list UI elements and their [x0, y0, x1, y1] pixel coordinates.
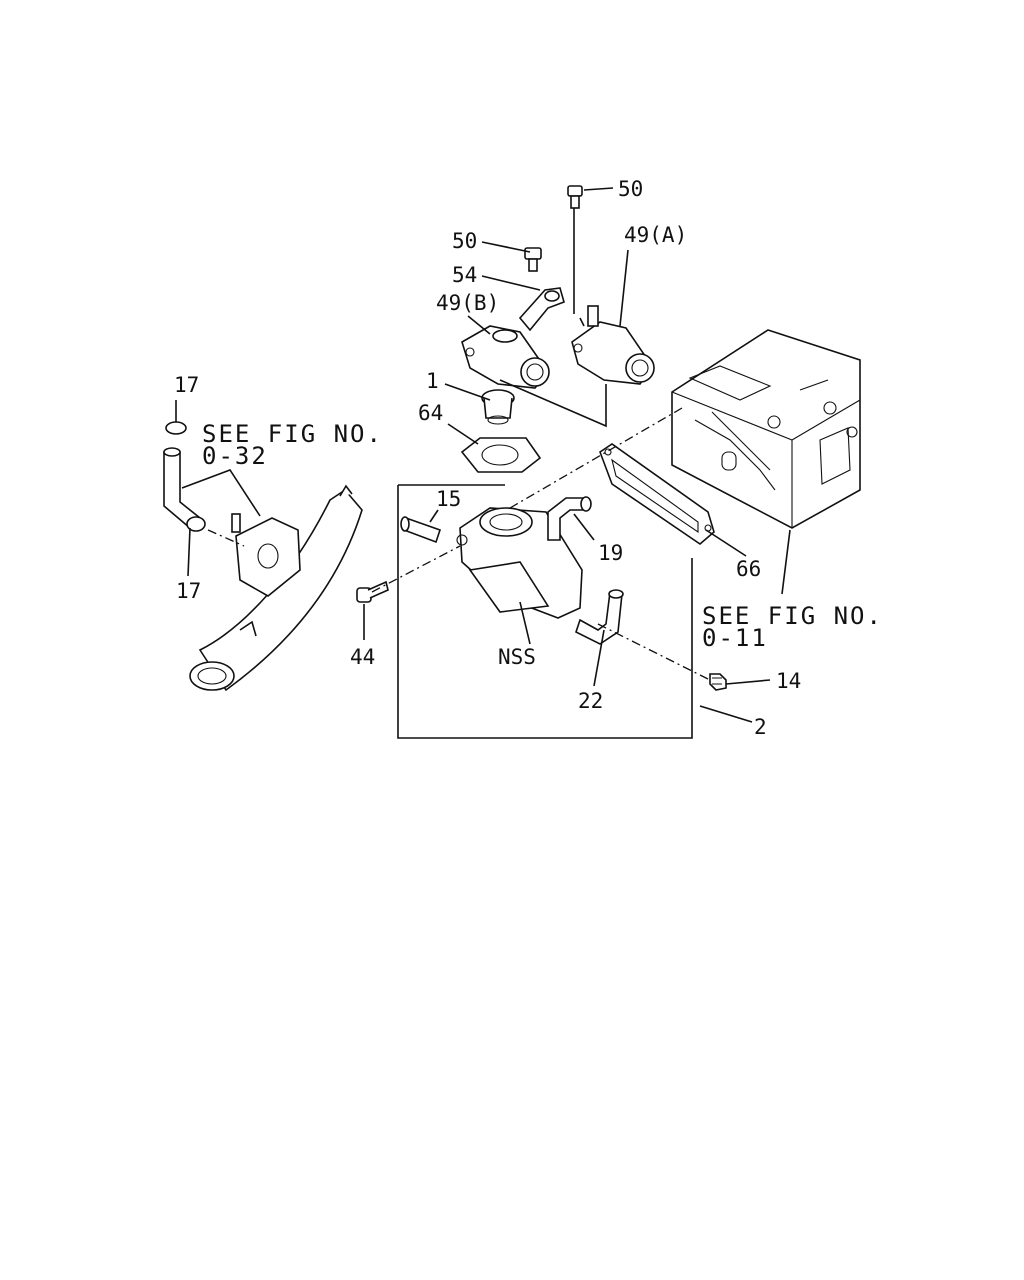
fig-ref-011-line2: 0-11: [702, 624, 768, 652]
thermostat-1: [481, 389, 515, 425]
label-54: 54: [452, 263, 477, 287]
gasket-64: [460, 437, 542, 473]
cylinder-head: [671, 329, 861, 529]
label-2: 2: [754, 715, 767, 739]
bolt-50-top: [567, 185, 583, 209]
label-17-bottom: 17: [176, 579, 201, 603]
assembly-frame: [397, 485, 693, 739]
label-17-top: 17: [174, 373, 199, 397]
stud-15: [400, 516, 442, 544]
fig-ref-032-line1: SEE FIG NO.: [202, 420, 383, 448]
label-15: 15: [436, 487, 461, 511]
fig-ref-011-line1: SEE FIG NO.: [702, 602, 883, 630]
label-49b: 49(B): [436, 291, 499, 315]
water-pipe: [189, 484, 363, 692]
label-14: 14: [776, 669, 801, 693]
bracket-54: [518, 287, 565, 332]
gasket-66: [599, 443, 715, 546]
label-22: 22: [578, 689, 603, 713]
leader-lines: [175, 187, 791, 723]
hose-17: [163, 421, 206, 532]
label-50-mid: 50: [452, 229, 477, 253]
pipe-19: [547, 496, 592, 541]
label-49a: 49(A): [624, 223, 687, 247]
label-50-top: 50: [618, 177, 643, 201]
fig-ref-032-line2: 0-32: [202, 442, 268, 470]
water-outlet-49b: [461, 325, 550, 389]
bolt-44: [356, 580, 389, 603]
plug-14: [709, 673, 727, 691]
label-1: 1: [426, 369, 439, 393]
label-44: 44: [350, 645, 375, 669]
thermostat-housing-2: [456, 507, 583, 619]
label-66: 66: [736, 557, 761, 581]
label-nss: NSS: [498, 645, 536, 669]
water-outlet-49a: [571, 305, 655, 385]
center-lines: [207, 407, 711, 681]
pipe-22: [575, 589, 624, 645]
bolt-50-mid: [524, 247, 542, 272]
label-64: 64: [418, 401, 443, 425]
label-19: 19: [598, 541, 623, 565]
